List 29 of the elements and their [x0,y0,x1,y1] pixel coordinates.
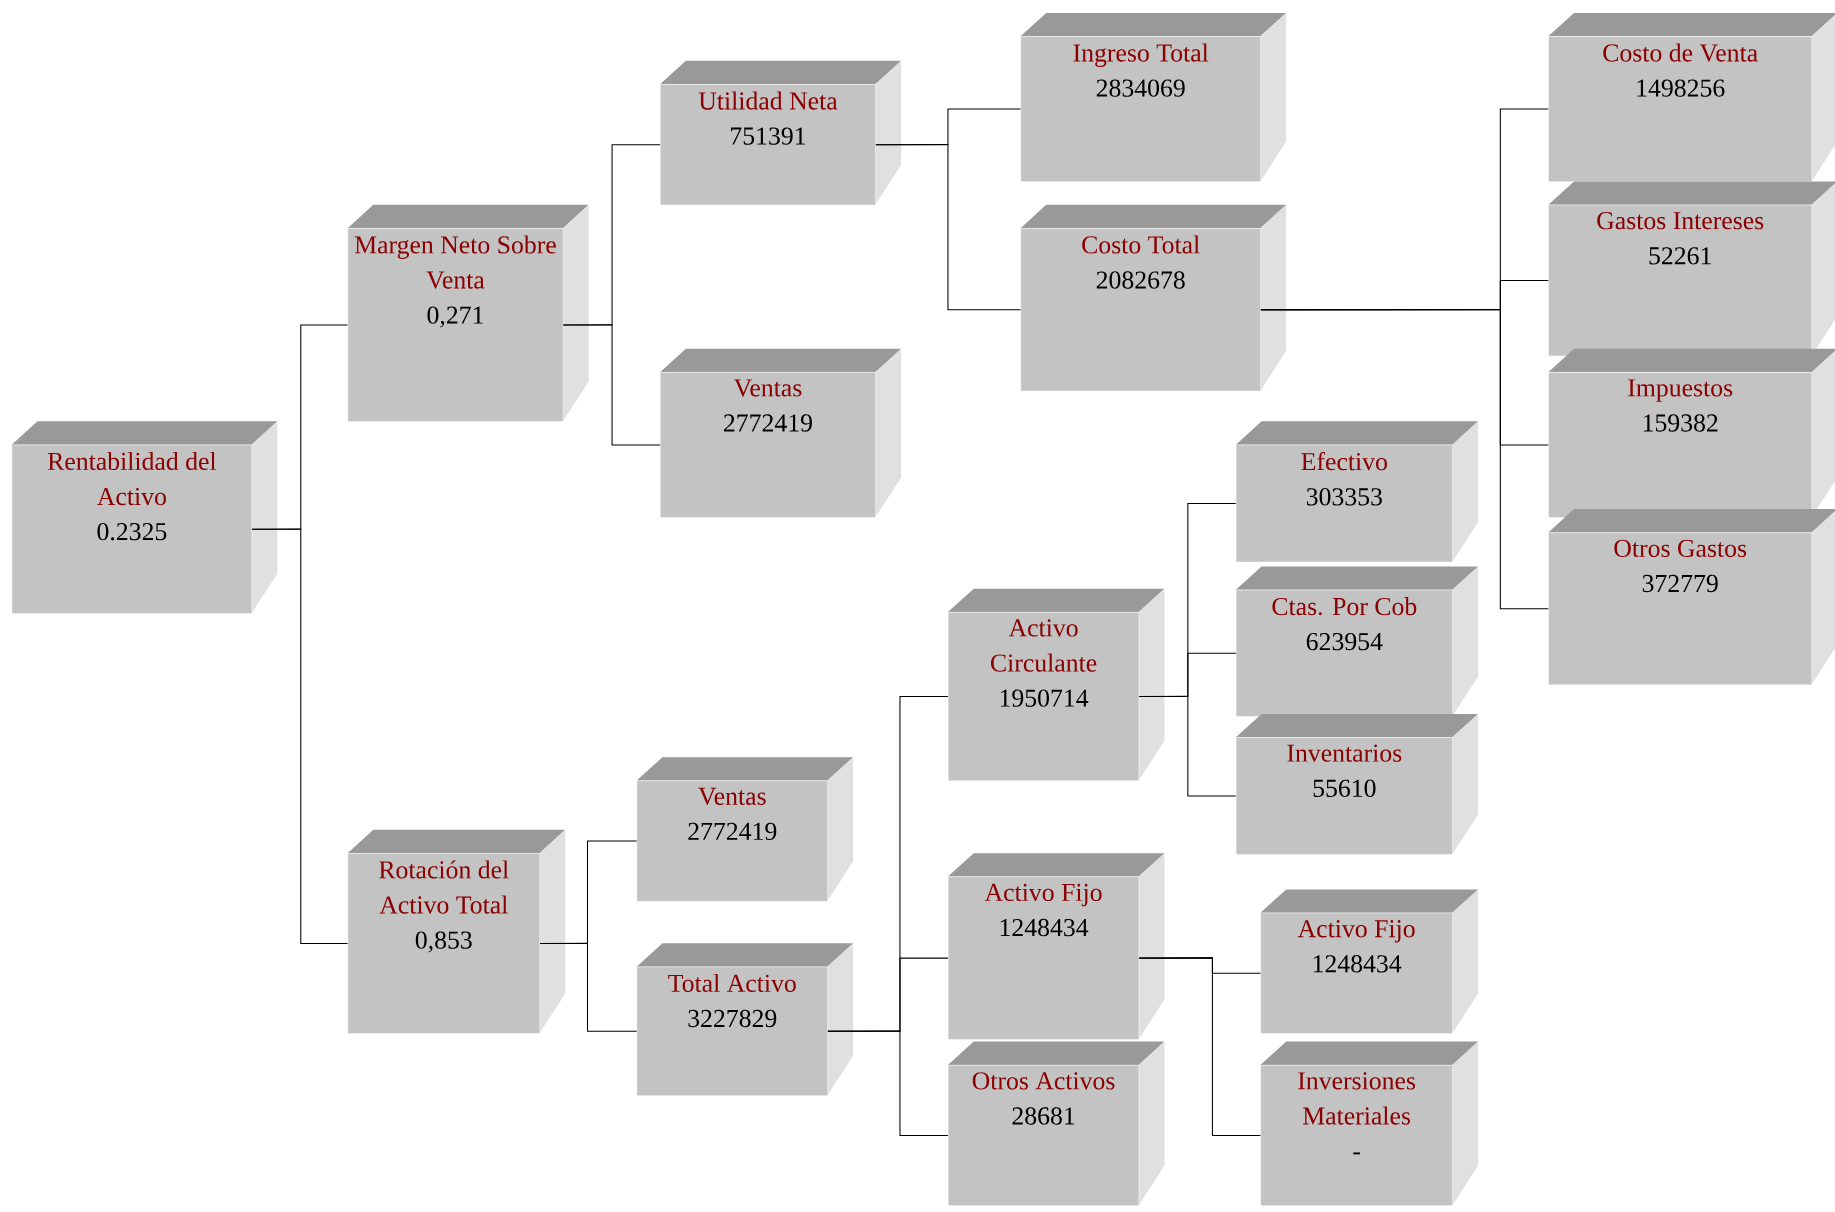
process-box: Inversiones Materiales - [1260,1041,1479,1206]
process-box: Activo Circulante 1950714 [947,588,1165,781]
process-box: Rentabilidad del Activo 0.2325 [11,421,278,614]
process-box: Activo Fijo 1248434 [1260,889,1479,1034]
process-box: Otros Activos 28681 [947,1041,1165,1206]
connector-line [562,324,661,446]
process-box: Costo Total 2082678 [1020,204,1287,392]
connector-line [827,1030,949,1136]
connector-line [251,528,349,944]
process-box: Utilidad Neta 751391 [660,60,902,206]
process-box: Otros Gastos 372779 [1548,508,1835,685]
process-box: Gastos Intereses 52261 [1548,181,1835,357]
process-box: Ventas 2772419 [660,348,902,518]
connector-line [1138,957,1261,1136]
process-box: Efectivo 303353 [1235,421,1479,562]
process-box: Ingreso Total 2834069 [1020,12,1287,182]
process-box: Activo Fijo 1248434 [947,852,1165,1040]
process-box: Rotación del Activo Total 0,853 [347,829,566,1034]
process-box: Impuestos 159382 [1548,348,1835,518]
process-box: Ventas 2772419 [636,756,854,902]
connector-line [1138,695,1237,797]
process-box: Inventarios 55610 [1235,713,1479,855]
connector-line [539,942,638,1032]
process-box: Ctas. Por Cob 623954 [1235,566,1479,717]
process-box: Total Activo 3227829 [636,943,854,1096]
process-box: Margen Neto Sobre Venta 0,271 [347,204,589,422]
process-box: Costo de Venta 1498256 [1548,12,1835,182]
connector-line [875,143,1022,311]
connector-line [1260,308,1549,610]
